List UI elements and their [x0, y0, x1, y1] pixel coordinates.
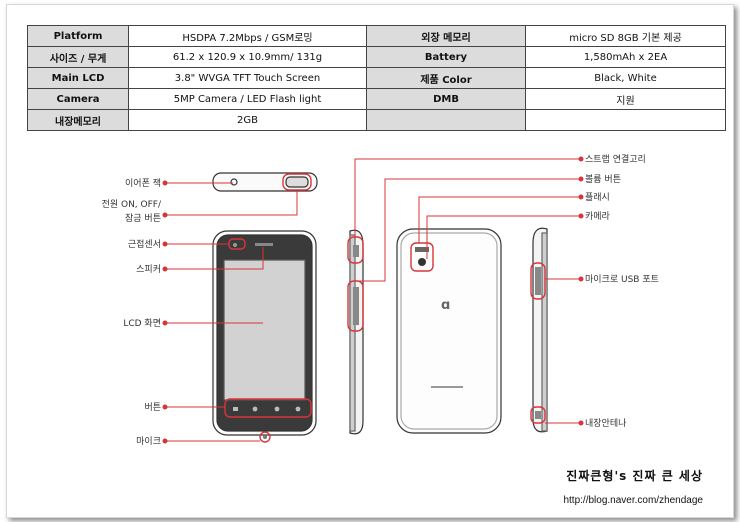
spec-header: Main LCD: [27, 67, 129, 89]
table-row: Camera 5MP Camera / LED Flash light DMB …: [27, 88, 726, 110]
phone-back-view: ɑ: [396, 228, 502, 434]
label-mic: 마이크: [136, 436, 161, 447]
lcd-screen: [223, 259, 306, 401]
label-antenna: 내장안테나: [585, 418, 626, 429]
flash-icon: [415, 247, 429, 252]
key-icons: [233, 406, 301, 412]
spec-value: HSDPA 7.2Mbps / GSM로밍: [128, 25, 367, 47]
label-flash: 플래시: [585, 192, 610, 203]
spec-value: 61.2 x 120.9 x 10.9mm/ 131g: [128, 46, 367, 68]
label-volume: 볼륨 버튼: [585, 174, 621, 185]
phone-top-view: [212, 172, 318, 192]
table-row: Main LCD 3.8" WVGA TFT Touch Screen 제품 C…: [27, 67, 726, 89]
label-buttons: 버튼: [144, 402, 161, 413]
table-row: 내장메모리 2GB: [27, 109, 726, 131]
brand-logo: ɑ: [441, 298, 450, 313]
earphone-jack-icon: [230, 178, 238, 186]
label-speaker: 스피커: [136, 264, 161, 275]
spec-value: [525, 109, 726, 131]
spec-header: Platform: [27, 25, 129, 47]
spec-header: Camera: [27, 88, 129, 110]
spec-value: 1,580mAh x 2EA: [525, 46, 726, 68]
label-power-line1: 전원 ON, OFF/: [102, 199, 162, 210]
image-frame: Platform HSDPA 7.2Mbps / GSM로밍 외장 메모리 mi…: [6, 4, 734, 518]
table-row: 사이즈 / 무게 61.2 x 120.9 x 10.9mm/ 131g Bat…: [27, 46, 726, 68]
phone-front-view: [212, 230, 317, 439]
spec-header: [366, 109, 526, 131]
leader-lines: [162, 156, 584, 444]
spec-header: 사이즈 / 무게: [27, 46, 129, 68]
phone-right-side-view: [532, 227, 548, 433]
spec-value: Black, White: [525, 67, 726, 89]
label-camera: 카메라: [585, 211, 611, 222]
label-lcd: LCD 화면: [123, 318, 161, 329]
spec-table: Platform HSDPA 7.2Mbps / GSM로밍 외장 메모리 mi…: [27, 25, 726, 131]
label-earphone-jack: 이어폰 잭: [125, 178, 161, 189]
spec-value: 지원: [525, 88, 726, 110]
spec-header: Battery: [366, 46, 526, 68]
label-power-line2: 잠금 버튼: [125, 213, 161, 224]
spec-value: 2GB: [128, 109, 367, 131]
phone-diagram: ɑ: [102, 153, 659, 447]
proximity-sensor-icon: [233, 243, 237, 247]
camera-lens-icon: [418, 258, 426, 266]
label-micro-usb: 마이크로 USB 포트: [585, 274, 659, 285]
signature-title: 진짜큰형's 진짜 큰 세상: [566, 469, 703, 483]
spec-value: 5MP Camera / LED Flash light: [128, 88, 367, 110]
signature-url: http://blog.naver.com/zhendage: [563, 495, 703, 506]
label-proximity: 근접센서: [128, 238, 161, 250]
spec-header: 내장메모리: [27, 109, 129, 131]
speaker-grille: [255, 243, 273, 246]
label-strap: 스트랩 연결고리: [585, 153, 646, 165]
spec-header: 제품 Color: [366, 67, 526, 89]
mic-hole: [263, 435, 267, 439]
